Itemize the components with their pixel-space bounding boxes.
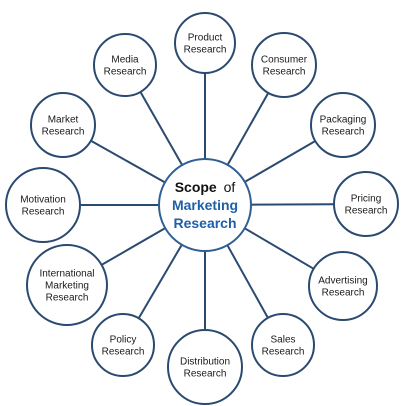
- spoke-consumer-research: [226, 92, 270, 166]
- node-circle: [251, 32, 317, 98]
- center-title-line1: Scope of: [175, 179, 236, 195]
- node-label-line: Distribution: [180, 357, 230, 368]
- node-label-line: Research: [322, 127, 365, 138]
- node-label-line: Sales: [270, 335, 295, 346]
- spoke-pricing-research: [250, 203, 335, 206]
- spoke-international-marketing-research: [101, 227, 166, 266]
- node-label-line: Research: [184, 369, 227, 380]
- spoke-packaging-research: [244, 140, 316, 183]
- node-label-line: Packaging: [320, 115, 367, 126]
- center-word-of: of: [224, 179, 236, 195]
- node-label-line: Product: [188, 33, 223, 44]
- node-label-line: Research: [345, 206, 388, 217]
- node-circle: [308, 251, 378, 321]
- center-circle: [158, 158, 252, 252]
- spoke-advertising-research: [244, 227, 315, 270]
- node-label-line: Research: [46, 293, 89, 304]
- node-label-line: Research: [322, 288, 365, 299]
- node-circle: [91, 313, 155, 377]
- node-label-line: Market: [48, 115, 79, 126]
- node-label-line: Motivation: [20, 195, 66, 206]
- node-label-line: Research: [184, 45, 227, 56]
- center-word-scope: Scope: [175, 179, 217, 195]
- node-label-line: Research: [42, 127, 85, 138]
- node-label-line: Research: [22, 207, 65, 218]
- spoke-media-research: [139, 91, 184, 166]
- node-circle: [333, 171, 399, 237]
- node-label-line: Policy: [110, 335, 137, 346]
- center-node: Scope of Marketing Research: [158, 158, 252, 252]
- node-label-line: Advertising: [318, 276, 367, 287]
- node-circle: [174, 12, 236, 74]
- center-title-line2: Marketing: [172, 197, 238, 213]
- node-circle: [93, 33, 157, 97]
- node-circle: [5, 167, 81, 243]
- spoke-policy-research: [137, 244, 183, 319]
- node-label-line: Research: [262, 347, 305, 358]
- node-label-line: Marketing: [45, 281, 89, 292]
- node-circle: [310, 92, 376, 158]
- spoke-lines: [80, 73, 335, 330]
- center-title-line3: Research: [173, 215, 236, 231]
- node-label-line: Media: [111, 55, 139, 66]
- node-label-line: Research: [263, 67, 306, 78]
- node-label-line: Consumer: [261, 55, 308, 66]
- node-circle: [26, 244, 108, 326]
- node-label-line: Pricing: [351, 194, 382, 205]
- node-circle: [167, 329, 243, 405]
- spoke-sales-research: [226, 244, 269, 319]
- node-label-line: Research: [104, 67, 147, 78]
- node-label-line: International: [39, 269, 94, 280]
- node-label-line: Research: [102, 347, 145, 358]
- spoke-market-research: [90, 139, 166, 184]
- node-circle: [30, 92, 96, 158]
- node-circle: [251, 313, 315, 377]
- research-nodes: ProductResearchConsumerResearchPackaging…: [5, 12, 399, 405]
